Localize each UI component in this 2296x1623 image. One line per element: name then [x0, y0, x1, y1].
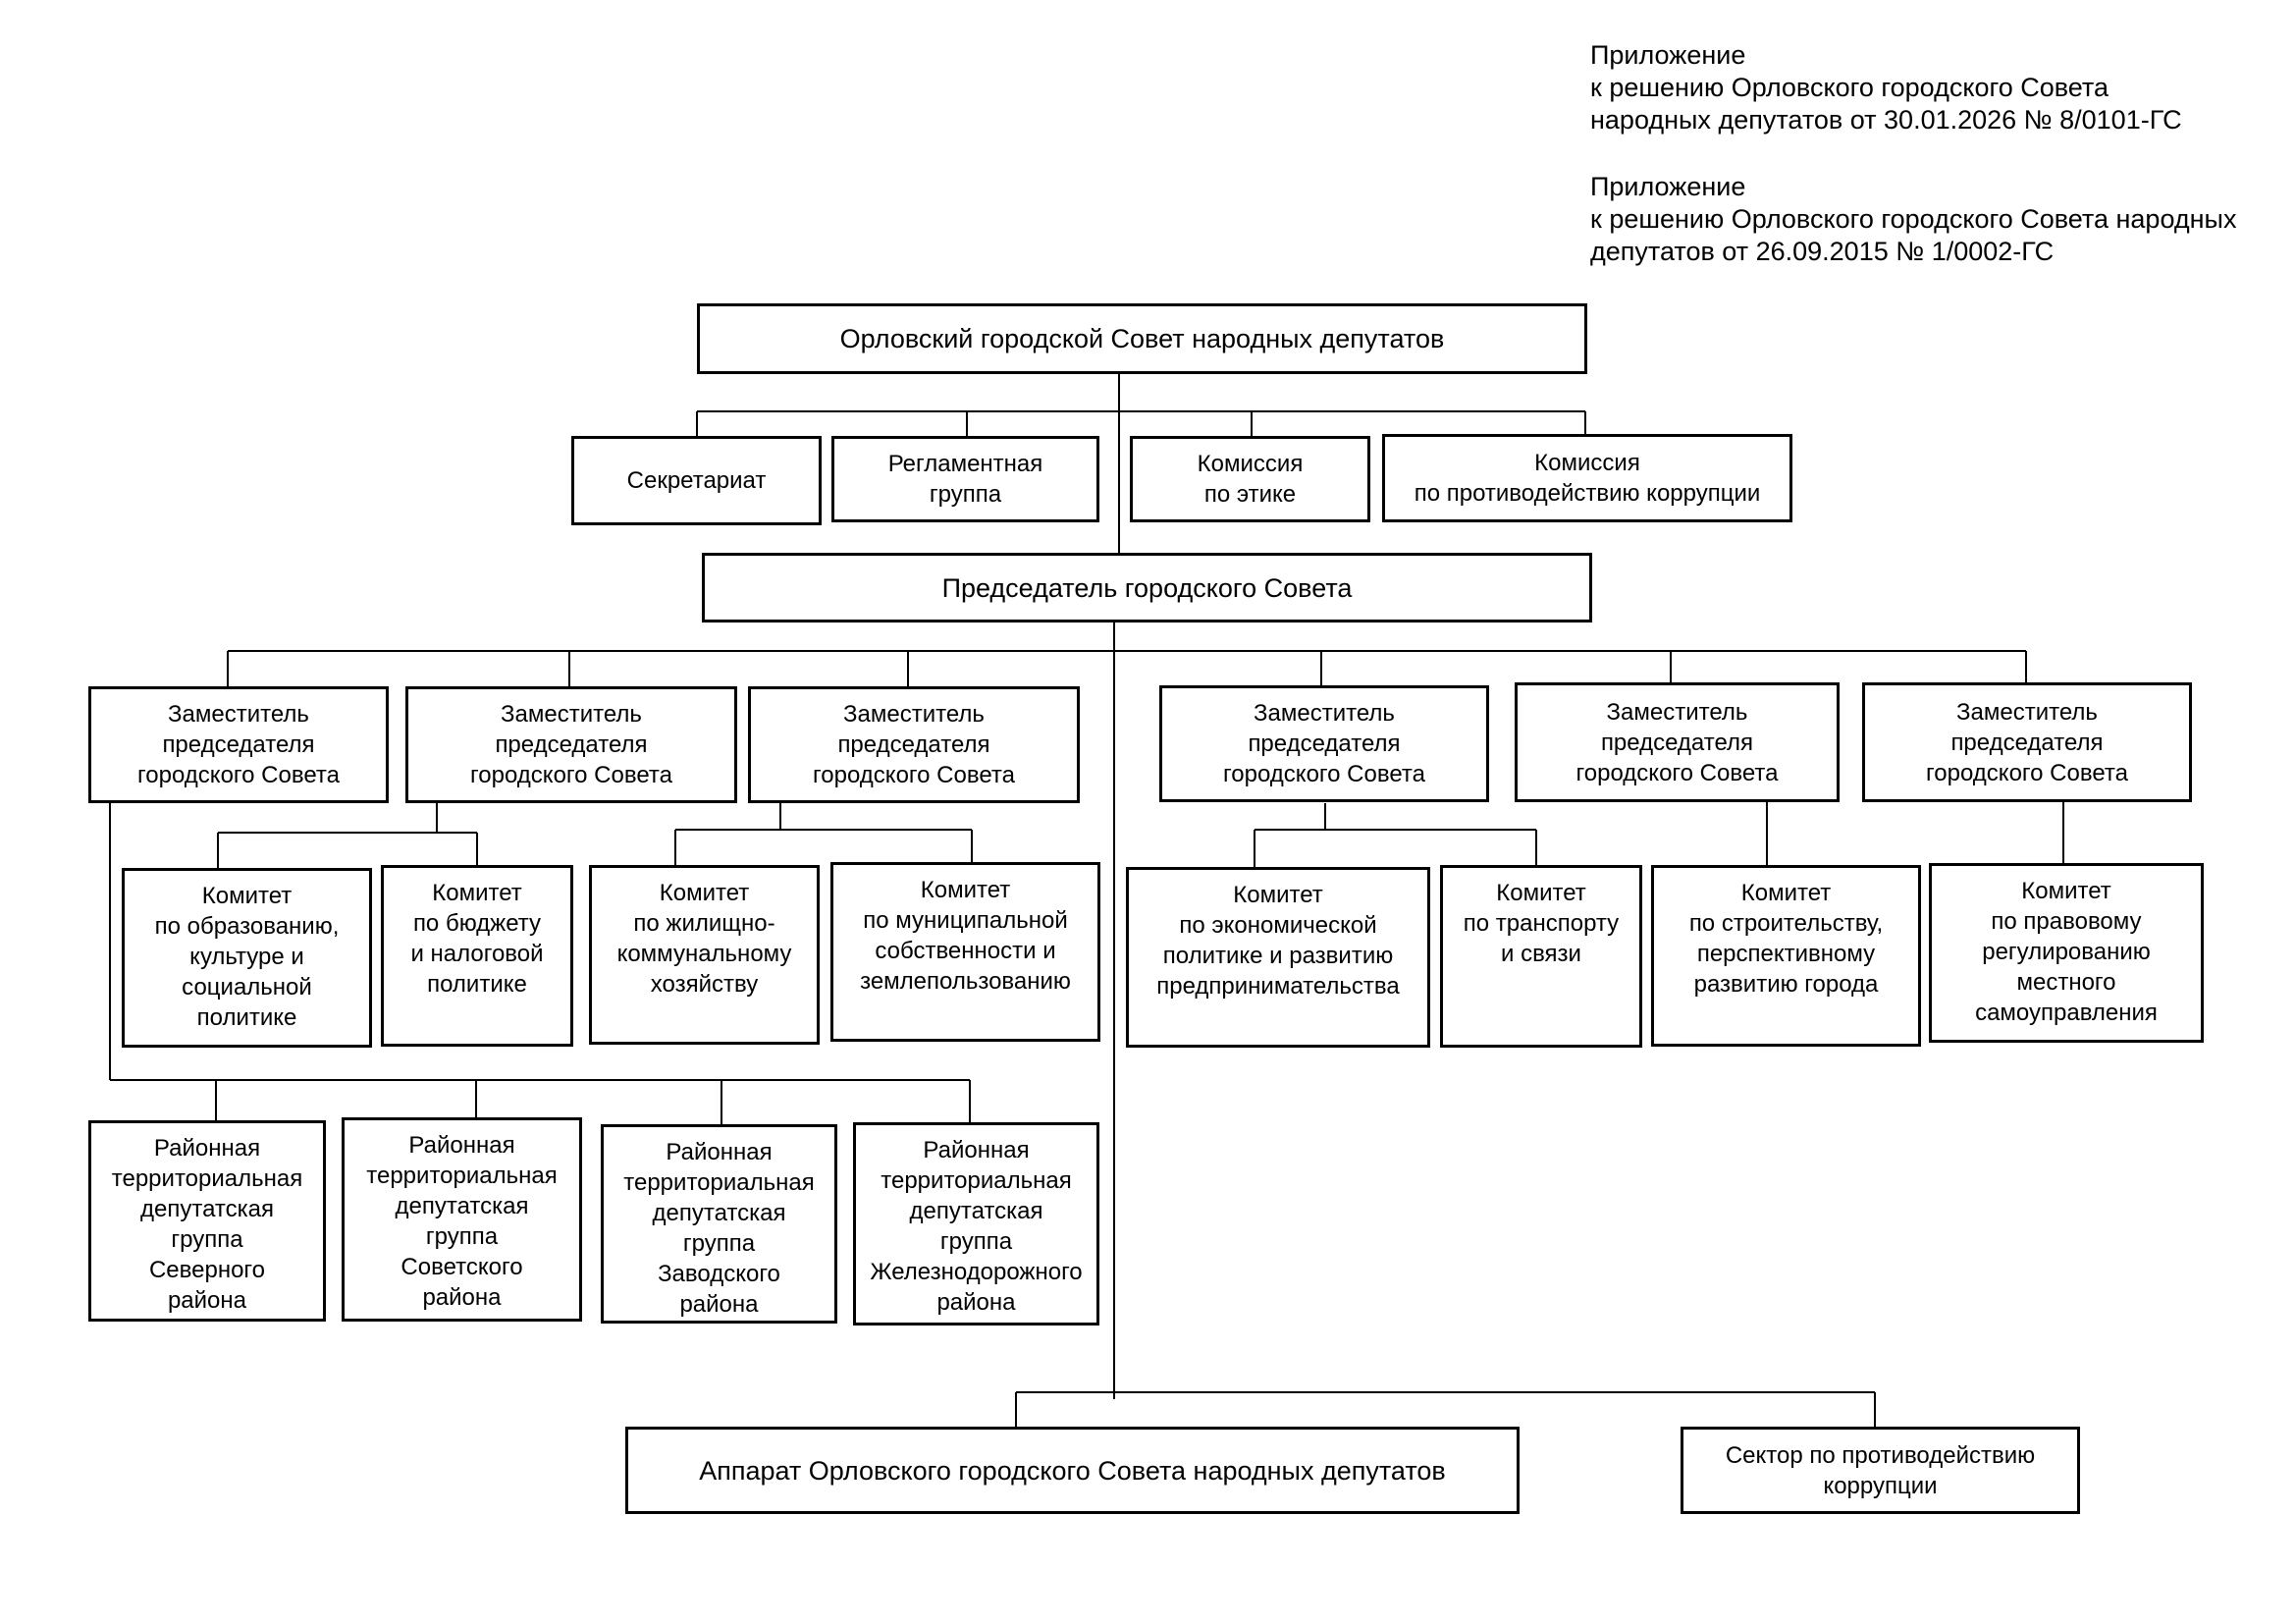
deputy-chairman-box-1: Заместитель председателя городского Сове… [88, 686, 389, 803]
committee-economy-box: Комитет по экономической политике и разв… [1126, 867, 1430, 1048]
anticorruption-sector-box: Сектор по противодействию коррупции [1681, 1427, 2080, 1514]
committee-budget-box: Комитет по бюджету и налоговой политике [381, 865, 573, 1047]
committee-property-box: Комитет по муниципальной собственности и… [830, 862, 1100, 1042]
district-group-sovetsky-box: Районная территориальная депутатская гру… [342, 1117, 582, 1322]
committee-construction-box: Комитет по строительству, перспективному… [1651, 865, 1921, 1047]
deputy-chairman-box-4: Заместитель председателя городского Сове… [1159, 685, 1489, 802]
committee-transport-box: Комитет по транспорту и связи [1440, 865, 1642, 1048]
secretariat-box: Секретариат [571, 436, 822, 525]
chairman-box: Председатель городского Совета [702, 553, 1592, 622]
committee-housing-box: Комитет по жилищно- коммунальному хозяйс… [589, 865, 820, 1045]
deputy-chairman-box-6: Заместитель председателя городского Сове… [1862, 682, 2192, 802]
district-group-zheleznodorozhny-box: Районная территориальная депутатская гру… [853, 1122, 1099, 1325]
deputy-chairman-box-5: Заместитель председателя городского Сове… [1515, 682, 1840, 802]
committee-legal-box: Комитет по правовому регулированию местн… [1929, 863, 2204, 1043]
appendix-note-old: Приложение к решению Орловского городско… [1590, 172, 2237, 266]
district-group-severny-box: Районная территориальная депутатская гру… [88, 1120, 326, 1322]
council-apparatus-box: Аппарат Орловского городского Совета нар… [625, 1427, 1520, 1514]
reglament-group-box: Регламентная группа [831, 436, 1099, 522]
anticorruption-commission-box: Комиссия по противодействию коррупции [1382, 434, 1792, 522]
appendix-note-new: Приложение к решению Орловского городско… [1590, 40, 2182, 135]
ethics-commission-box: Комиссия по этике [1130, 436, 1370, 522]
deputy-chairman-box-3: Заместитель председателя городского Сове… [748, 686, 1080, 803]
district-group-zavodskoy-box: Районная территориальная депутатская гру… [601, 1124, 837, 1324]
deputy-chairman-box-2: Заместитель председателя городского Сове… [405, 686, 737, 803]
city-council-box: Орловский городской Совет народных депут… [697, 303, 1587, 374]
committee-education-box: Комитет по образованию, культуре и социа… [122, 868, 372, 1048]
